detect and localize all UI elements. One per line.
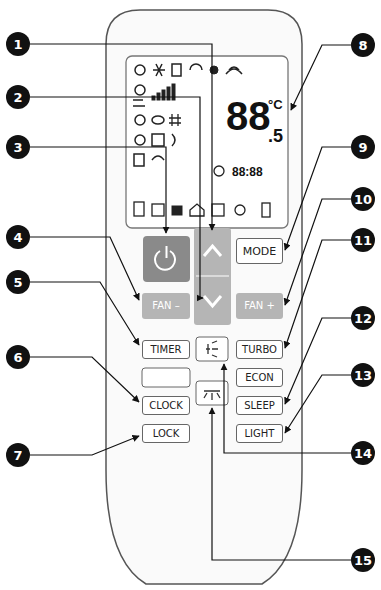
mode-button: MODE (236, 238, 283, 264)
lcd-temperature: 88 (226, 96, 271, 136)
callout-number: 8 (351, 33, 375, 57)
callout-number: 7 (6, 443, 30, 467)
leader-lines (30, 44, 351, 560)
button-label: LOCK (153, 429, 180, 439)
callout-number: 5 (6, 270, 30, 294)
lcd-icons (133, 64, 270, 217)
lcd-clock: 88:88 (232, 166, 263, 178)
lock-button: LOCK (142, 424, 190, 443)
button-label: TIMER (151, 345, 182, 355)
callout-number: 4 (6, 225, 30, 249)
callout-number: 13 (351, 363, 375, 387)
lcd-decimal: .5 (268, 127, 283, 145)
callout-number: 10 (351, 187, 375, 211)
button-label: MODE (243, 246, 277, 257)
blank-button (142, 368, 190, 387)
remote-body (106, 10, 302, 584)
timer-button: TIMER (142, 340, 190, 359)
callout-number: 3 (6, 135, 30, 159)
callout-number: 9 (351, 135, 375, 159)
callout-number: 6 (6, 345, 30, 369)
callout-number: 11 (351, 228, 375, 252)
button-label: SLEEP (244, 401, 275, 411)
clock-button: CLOCK (142, 396, 190, 415)
vertical-swing-button (196, 337, 228, 361)
econ-button: ECON (236, 368, 283, 387)
callout-number: 2 (6, 85, 30, 109)
button-label: CLOCK (149, 401, 183, 411)
turbo-button: TURBO (236, 340, 283, 359)
callout-number: 1 (6, 32, 30, 56)
button-label: ECON (245, 373, 274, 383)
button-label: FAN – (152, 301, 179, 311)
callout-number: 14 (351, 441, 375, 465)
horizontal-swing-button (196, 381, 228, 405)
button-label: FAN + (244, 301, 275, 311)
power-button (143, 236, 190, 282)
lcd-screen (126, 56, 288, 228)
callout-number: 12 (351, 306, 375, 330)
light-button: LIGHT (236, 424, 283, 443)
callout-number: 15 (351, 548, 375, 572)
lcd-unit: °C (268, 98, 283, 111)
fan-up-button: FAN + (236, 293, 283, 319)
fan-down-button: FAN – (142, 293, 190, 319)
button-label: LIGHT (245, 429, 275, 439)
sleep-button: SLEEP (236, 396, 283, 415)
button-label: TURBO (242, 345, 277, 355)
